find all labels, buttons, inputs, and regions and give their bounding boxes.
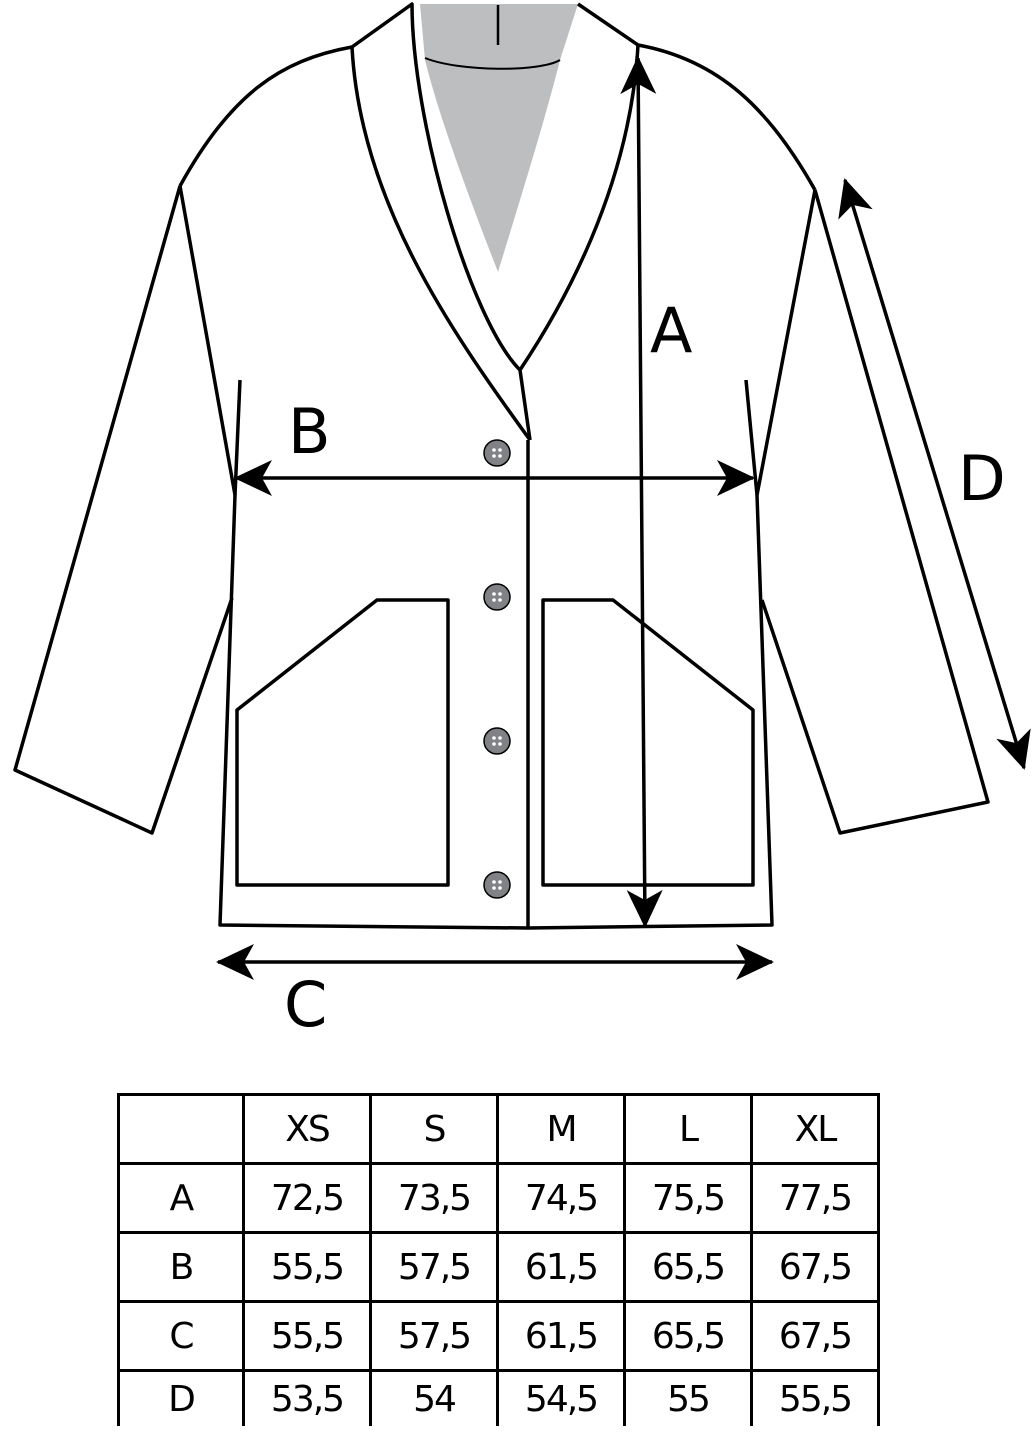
right-pocket — [541, 598, 755, 887]
cell: 72,5 — [242, 1162, 372, 1234]
arrow-a — [620, 56, 663, 928]
row-label: D — [117, 1369, 245, 1426]
left-side — [178, 185, 529, 930]
left-lapel — [350, 2, 522, 372]
cell: 65,5 — [623, 1300, 753, 1372]
cell: 74,5 — [496, 1162, 626, 1234]
cell: 54,5 — [496, 1369, 626, 1426]
row-label: A — [117, 1162, 245, 1234]
cell: 57,5 — [369, 1300, 499, 1372]
right-shoulder — [637, 43, 817, 191]
arrow-d — [838, 178, 1031, 770]
label-b: B — [288, 395, 331, 468]
left-shoulder — [178, 45, 353, 187]
row-label: B — [117, 1231, 245, 1303]
cell: 77,5 — [750, 1162, 880, 1234]
header-cell: XS — [242, 1093, 372, 1165]
cell: 55 — [623, 1369, 753, 1426]
neck-lining — [420, 4, 578, 272]
left-sleeve — [13, 185, 234, 835]
cell: 61,5 — [496, 1231, 626, 1303]
cell: 55,5 — [750, 1369, 880, 1426]
size-table: XS S M L XL A 72,5 73,5 74,5 75,5 77,5 B… — [117, 1093, 880, 1426]
button — [483, 871, 511, 899]
label-d: D — [958, 442, 1006, 515]
left-pocket — [235, 598, 450, 887]
header-cell: M — [496, 1093, 626, 1165]
header-cell — [117, 1093, 245, 1165]
table-row: C 55,5 57,5 61,5 65,5 67,5 — [117, 1300, 880, 1372]
table-row: D 53,5 54 54,5 55 55,5 — [117, 1369, 880, 1426]
cell: 65,5 — [623, 1231, 753, 1303]
cell: 67,5 — [750, 1231, 880, 1303]
jacket-diagram: A B C D — [13, 2, 1031, 1041]
row-label: C — [117, 1300, 245, 1372]
header-cell: S — [369, 1093, 499, 1165]
button — [483, 439, 511, 467]
cell: 67,5 — [750, 1300, 880, 1372]
header-cell: XL — [750, 1093, 880, 1165]
cell: 55,5 — [242, 1231, 372, 1303]
label-a: A — [650, 294, 692, 367]
cell: 53,5 — [242, 1369, 372, 1426]
button — [483, 727, 511, 755]
cell: 75,5 — [623, 1162, 753, 1234]
table-header-row: XS S M L XL — [117, 1093, 880, 1165]
buttons — [483, 439, 511, 899]
cell: 54 — [369, 1369, 499, 1426]
table-row: A 72,5 73,5 74,5 75,5 77,5 — [117, 1162, 880, 1234]
cell: 57,5 — [369, 1231, 499, 1303]
label-c: C — [284, 968, 327, 1041]
button — [483, 583, 511, 611]
header-cell: L — [623, 1093, 753, 1165]
cell: 73,5 — [369, 1162, 499, 1234]
cell: 55,5 — [242, 1300, 372, 1372]
cell: 61,5 — [496, 1300, 626, 1372]
table-row: B 55,5 57,5 61,5 65,5 67,5 — [117, 1231, 880, 1303]
